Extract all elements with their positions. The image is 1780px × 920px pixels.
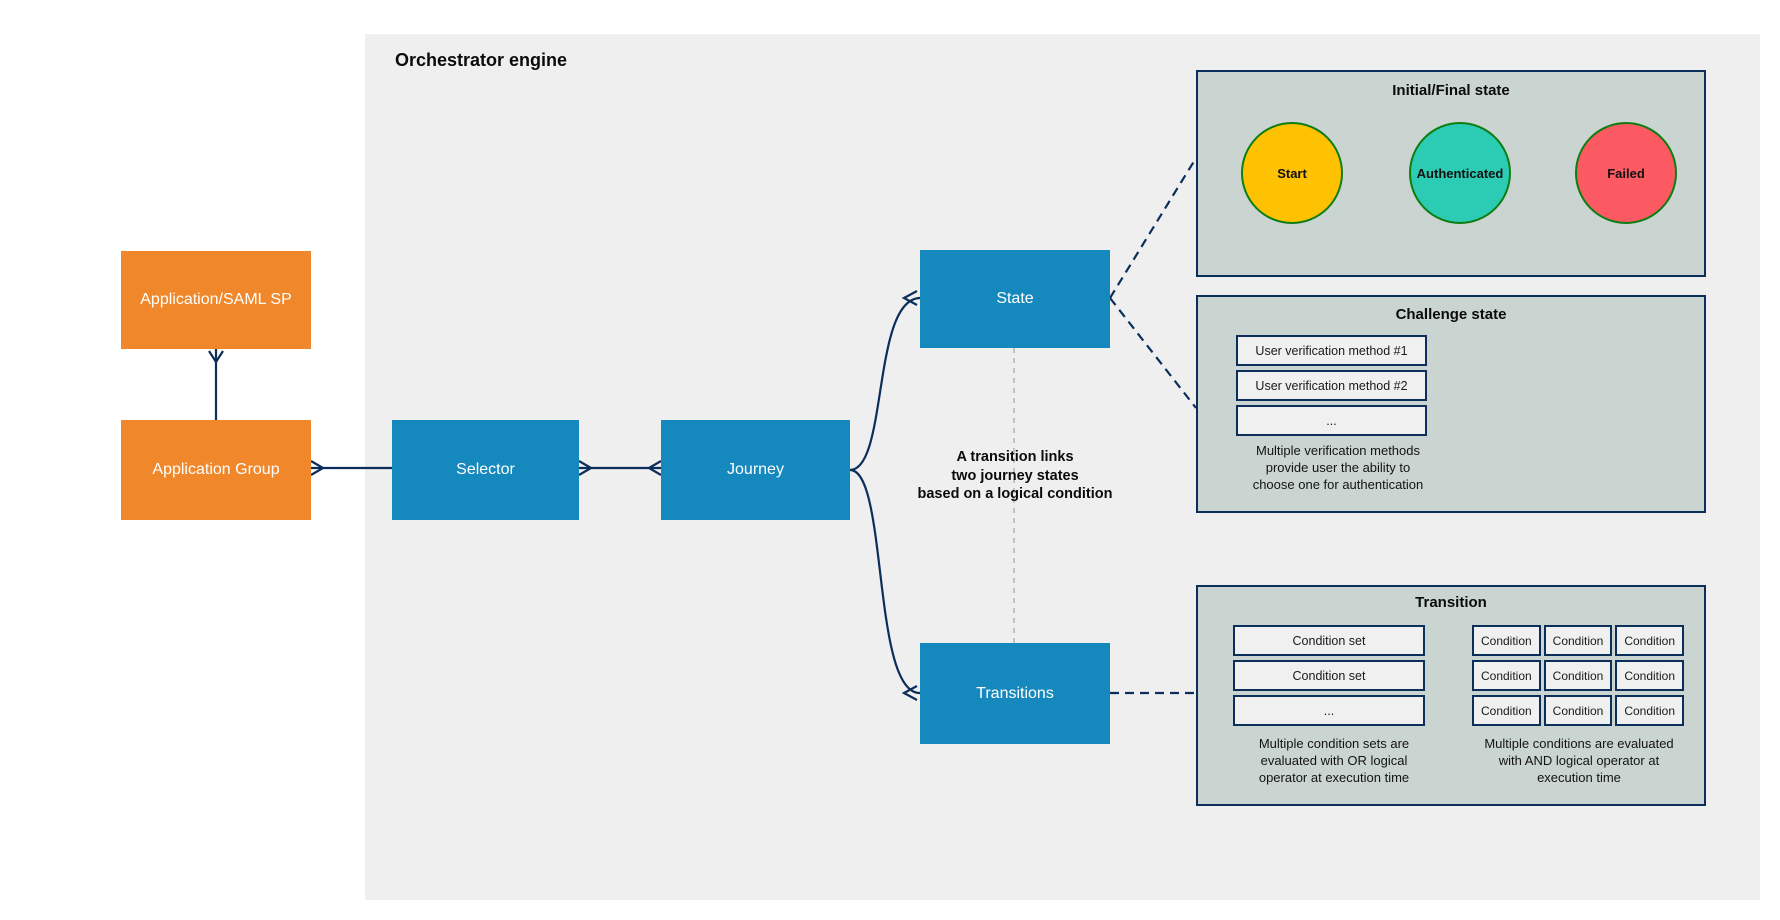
verification-method-box: User verification method #1 <box>1236 335 1427 366</box>
condition-set-box: Condition set <box>1233 625 1425 656</box>
arrowhead-left-icon <box>646 460 662 476</box>
panel-title: Initial/Final state <box>1392 82 1510 99</box>
arrowhead-right-icon <box>578 460 594 476</box>
state-circle-failed: Failed <box>1575 122 1677 224</box>
verification-method-label: User verification method #1 <box>1255 343 1408 358</box>
node-label: Selector <box>456 461 515 478</box>
condition-box: Condition <box>1615 625 1685 656</box>
panel-title: Challenge state <box>1395 306 1507 323</box>
node-label: State <box>996 290 1034 307</box>
node-label: Application Group <box>152 461 280 478</box>
circle-label: Authenticated <box>1416 165 1504 181</box>
arrowhead-left-icon <box>901 685 918 701</box>
panel-challenge-state: Challenge state User verification method… <box>1196 295 1706 513</box>
caption-line: execution time <box>1537 770 1621 785</box>
state-circle-start: Start <box>1241 122 1343 224</box>
conditions-caption: Multiple conditions are evaluated with A… <box>1466 735 1692 786</box>
node-application-group: Application Group <box>121 420 311 520</box>
caption-line: provide user the ability to <box>1265 460 1411 475</box>
caption-line: Multiple conditions are evaluated <box>1484 736 1674 751</box>
condition-set-label: ... <box>1323 703 1335 718</box>
verification-method-box: User verification method #2 <box>1236 370 1427 401</box>
condition-box: Condition <box>1472 695 1541 726</box>
annotation-line: A transition links <box>956 449 1074 465</box>
panel-initial-final-state: Initial/Final state Start Authenticated … <box>1196 70 1706 277</box>
challenge-caption: Multiple verification methods provide us… <box>1228 442 1448 493</box>
arrowhead-right-icon <box>310 460 326 476</box>
orchestrator-engine-title: Orchestrator engine <box>395 50 568 70</box>
condition-set-label: Condition set <box>1292 668 1366 683</box>
condition-box: Condition <box>1472 660 1541 691</box>
caption-line: Multiple condition sets are <box>1258 736 1410 751</box>
edge-journey-to-transitions <box>849 468 921 695</box>
dashed-edge-state-to-challenge <box>1109 297 1197 409</box>
arrowhead-left-icon <box>901 290 918 306</box>
annotation-line: two journey states <box>951 467 1079 484</box>
caption-line: evaluated with OR logical <box>1260 753 1408 768</box>
condition-box: Condition <box>1543 660 1613 691</box>
transition-annotation: A transition links two journey states ba… <box>895 448 1135 504</box>
node-application-saml-sp: Application/SAML SP <box>121 251 311 349</box>
node-state: State <box>920 250 1110 348</box>
state-circle-authenticated: Authenticated <box>1409 122 1511 224</box>
edge-journey-to-state <box>849 296 921 472</box>
caption-line: choose one for authentication <box>1252 477 1424 492</box>
condition-set-box: Condition set <box>1233 660 1425 691</box>
condition-grid-row: Condition Condition Condition <box>1472 695 1685 726</box>
node-label: Application/SAML SP <box>140 291 292 308</box>
node-journey: Journey <box>661 420 850 520</box>
dashed-edge-state-to-initial-final <box>1109 157 1197 299</box>
circle-label: Start <box>1277 165 1307 181</box>
node-selector: Selector <box>392 420 579 520</box>
verification-method-label: ... <box>1326 413 1337 428</box>
caption-line: with AND logical operator at <box>1498 753 1660 768</box>
arrowhead-down-icon <box>208 350 224 365</box>
condition-set-box: ... <box>1233 695 1425 726</box>
node-label: Transitions <box>976 684 1054 702</box>
verification-method-label: User verification method #2 <box>1255 378 1408 393</box>
circle-label: Failed <box>1607 165 1645 181</box>
verification-method-box: ... <box>1236 405 1427 436</box>
condition-box: Condition <box>1472 625 1541 656</box>
condition-box: Condition <box>1543 695 1613 726</box>
annotation-line: based on a logical condition <box>917 486 1113 502</box>
condition-box: Condition <box>1543 625 1613 656</box>
caption-line: Multiple verification methods <box>1255 443 1421 458</box>
node-label: Journey <box>727 461 784 478</box>
node-transitions: Transitions <box>920 643 1110 744</box>
condition-grid-row: Condition Condition Condition <box>1472 660 1685 691</box>
caption-line: operator at execution time <box>1258 770 1410 785</box>
panel-transition: Transition Condition set Condition set .… <box>1196 585 1706 806</box>
condition-box: Condition <box>1615 660 1685 691</box>
panel-title: Transition <box>1415 594 1487 611</box>
condition-grid-row: Condition Condition Condition <box>1472 625 1685 656</box>
condition-set-label: Condition set <box>1292 633 1366 648</box>
condition-sets-caption: Multiple condition sets are evaluated wi… <box>1223 735 1445 786</box>
condition-box: Condition <box>1615 695 1685 726</box>
